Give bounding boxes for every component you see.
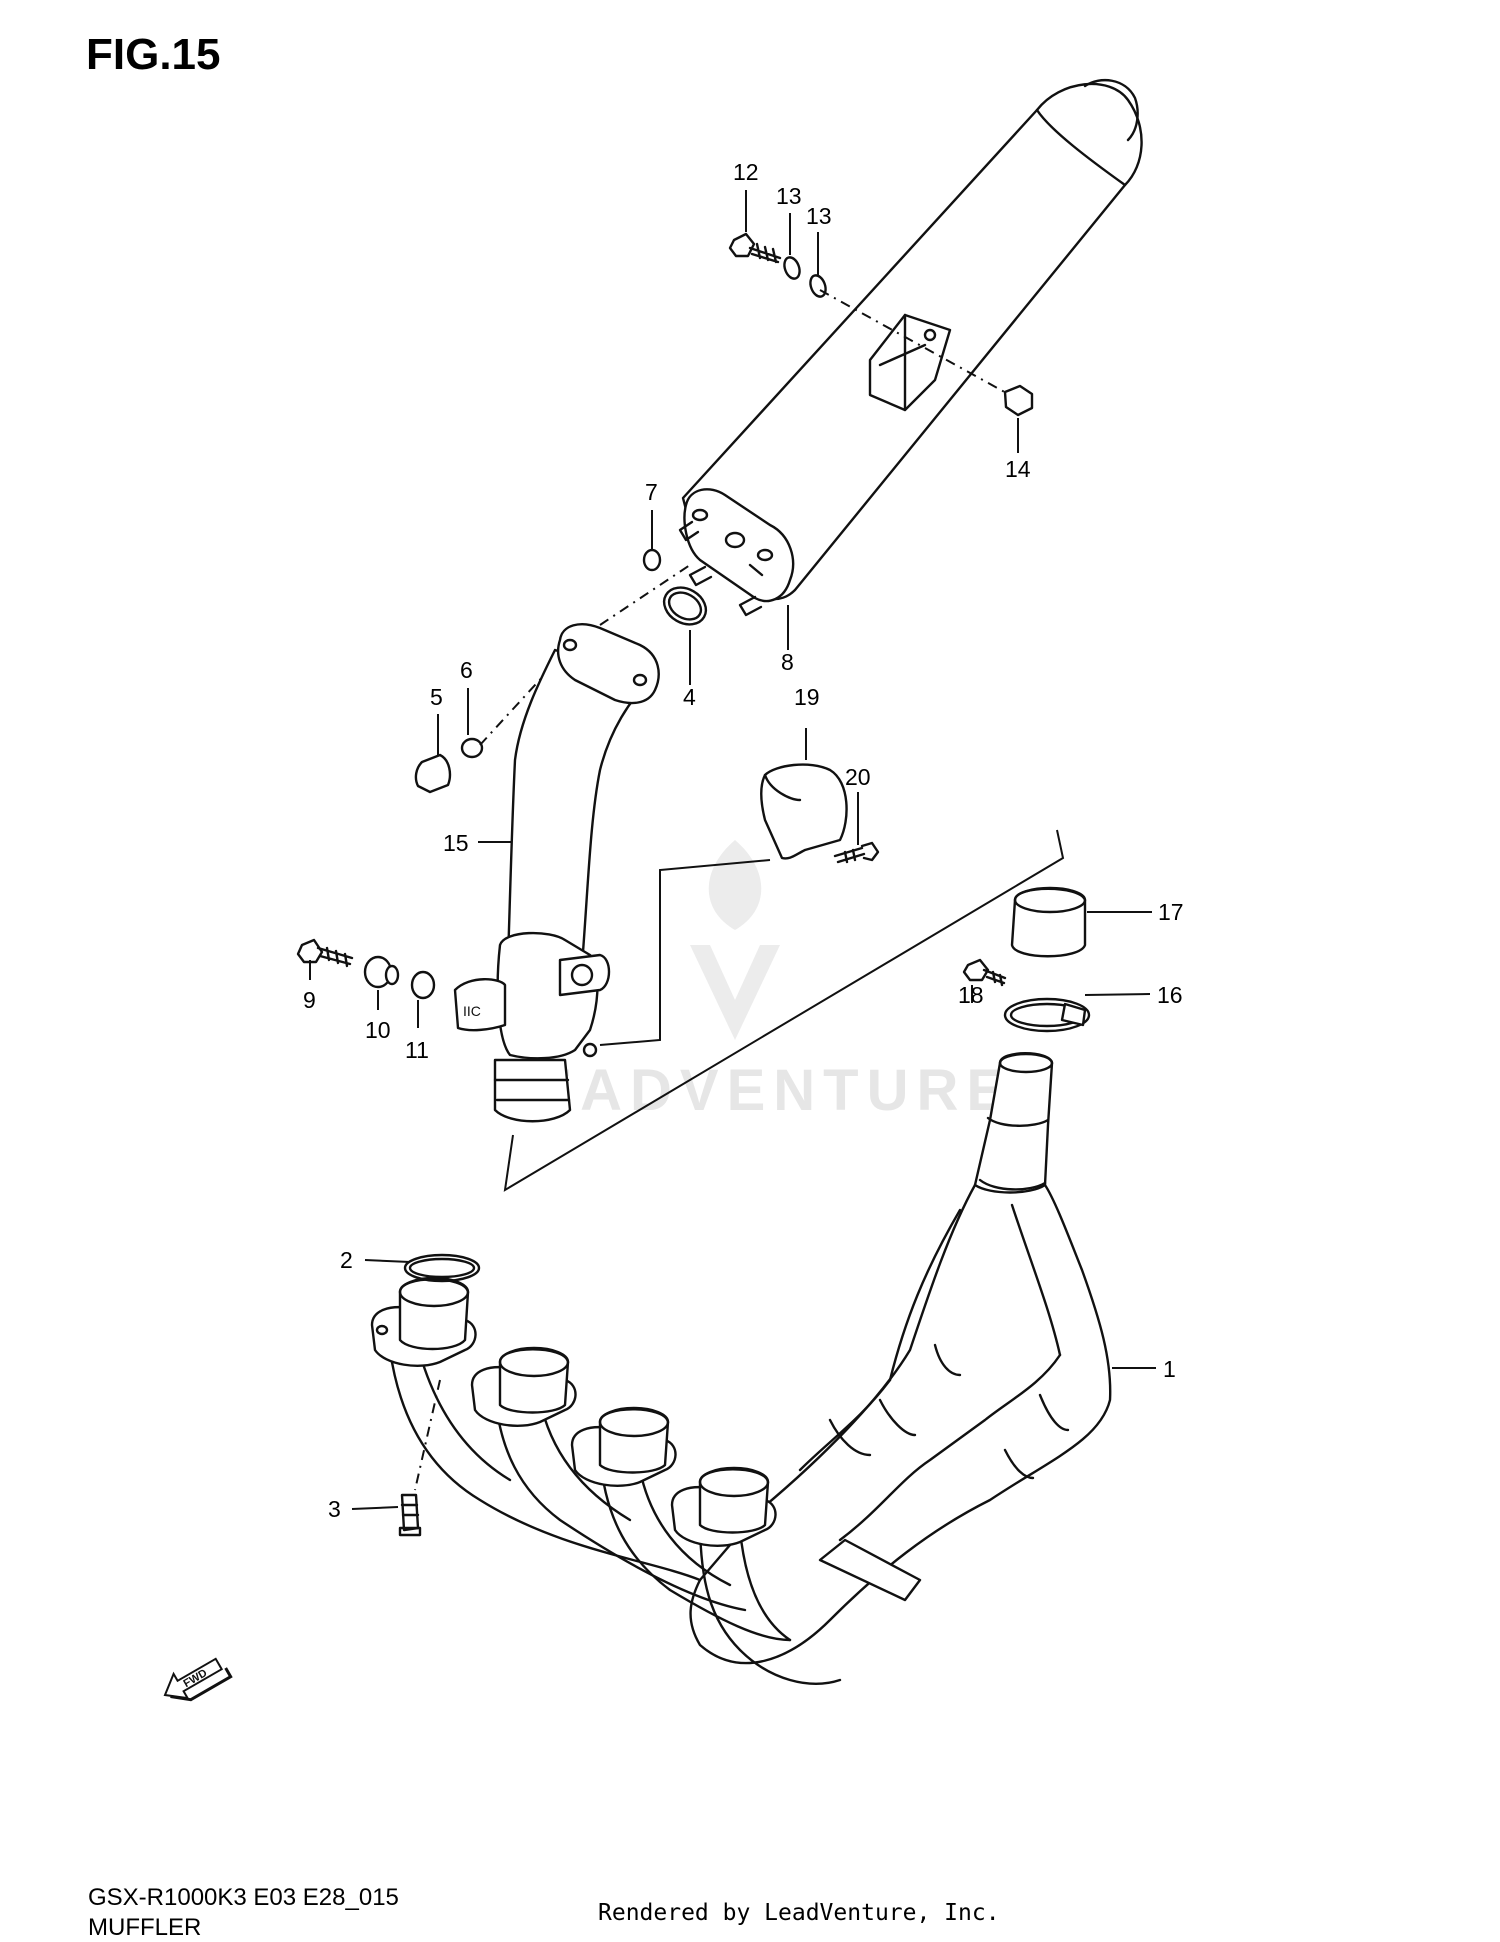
- gasket-4: [662, 586, 708, 626]
- nut-14: [1003, 384, 1034, 417]
- watermark-text: LEADVENTURE: [490, 1058, 1013, 1123]
- bolt-18: [962, 958, 1007, 987]
- clamp-16: [1003, 997, 1091, 1033]
- fwd-label: FWD: [182, 1667, 210, 1690]
- flange-3: [570, 1406, 677, 1487]
- callout-17: 17: [1158, 899, 1184, 925]
- heat-cover-19: [760, 763, 848, 860]
- model-code: GSX-R1000K3 E03 E28_015: [88, 1884, 399, 1911]
- collar-10: [384, 964, 400, 986]
- washer-6: [460, 737, 484, 759]
- callout-labels: 1 2 3 4 5 6 7 8 9 10 11 12 13 13 14 15 1…: [303, 159, 1184, 1522]
- figure-title: FIG.15: [86, 30, 221, 79]
- callout-15: 15: [443, 830, 469, 856]
- render-credit: Rendered by LeadVenture, Inc.: [598, 1900, 1000, 1926]
- callout-10: 10: [365, 1017, 391, 1043]
- flange-2: [470, 1346, 577, 1427]
- callout-8: 8: [781, 649, 794, 675]
- flange-1: [370, 1276, 477, 1367]
- callout-6: 6: [460, 657, 473, 683]
- mid-pipe-15: IIC: [453, 623, 660, 1123]
- svg-text:IIC: IIC: [463, 1003, 481, 1019]
- flange-4: [670, 1466, 777, 1547]
- washer-13b: [809, 274, 827, 298]
- callout-9: 9: [303, 987, 316, 1013]
- bolt-9: [296, 938, 354, 968]
- callout-20: 20: [845, 764, 871, 790]
- stud-3: [398, 1493, 422, 1537]
- exhaust-header-1: [370, 1052, 1112, 1685]
- callout-4: 4: [683, 684, 696, 710]
- callout-19: 19: [794, 684, 820, 710]
- forward-arrow-icon: FWD: [163, 1657, 233, 1702]
- callout-2: 2: [340, 1247, 353, 1273]
- section-name: MUFFLER: [88, 1914, 202, 1941]
- washer-11: [410, 970, 436, 1000]
- bolt-20: [833, 841, 880, 864]
- cap-nut-5: [414, 753, 452, 794]
- ring-7: [642, 548, 662, 572]
- joint-sleeve-17: [1010, 886, 1087, 958]
- callout-12: 12: [733, 159, 759, 185]
- callout-16: 16: [1157, 982, 1183, 1008]
- callout-13a: 13: [776, 183, 802, 209]
- callout-14: 14: [1005, 456, 1031, 482]
- callout-5: 5: [430, 684, 443, 710]
- callout-1: 1: [1163, 1356, 1176, 1382]
- callout-11: 11: [405, 1037, 429, 1063]
- washer-13a: [783, 256, 801, 280]
- callout-18: 18: [958, 982, 984, 1008]
- callout-7: 7: [645, 479, 658, 505]
- callout-13b: 13: [806, 203, 832, 229]
- gasket-2: [403, 1253, 481, 1283]
- callout-3: 3: [328, 1496, 341, 1522]
- watermark: LEADVENTURE: [490, 840, 1013, 1123]
- bolt-12: [728, 232, 782, 264]
